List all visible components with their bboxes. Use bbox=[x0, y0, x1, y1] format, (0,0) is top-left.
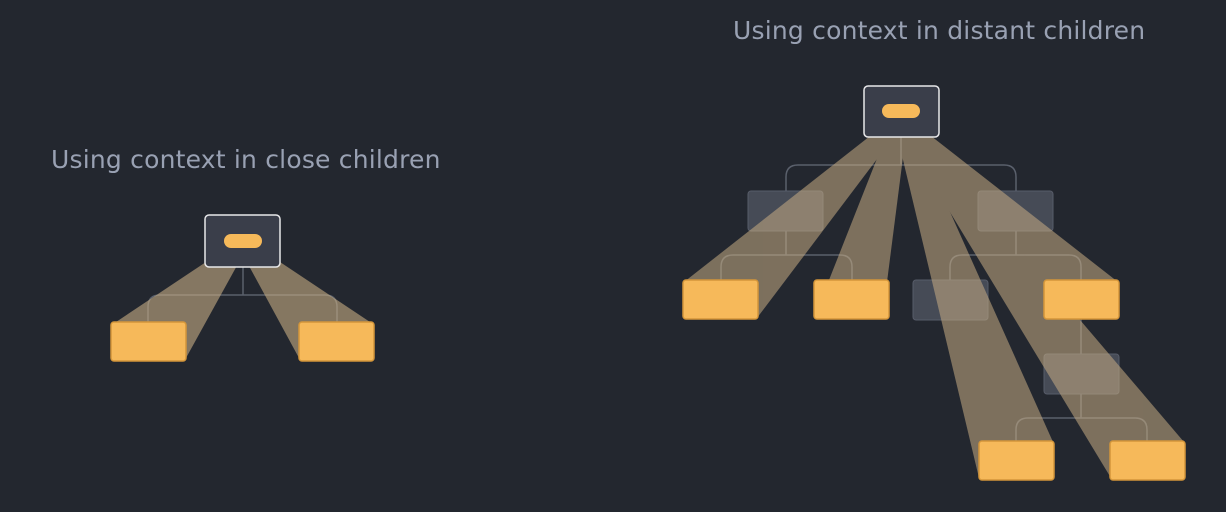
consumer-leaf-3 bbox=[1043, 279, 1120, 320]
consumer-leaf-5 bbox=[1109, 440, 1186, 481]
left-consumer-child-left bbox=[110, 321, 187, 362]
left-diagram-title: Using context in close children bbox=[51, 145, 441, 174]
left-provider-node bbox=[204, 214, 281, 268]
left-consumer-child-right bbox=[298, 321, 375, 362]
provider-pill bbox=[224, 234, 262, 248]
beam-to-leaf-1 bbox=[684, 118, 908, 318]
consumer-leaf-1 bbox=[682, 279, 759, 320]
consumer-leaf-4 bbox=[978, 440, 1055, 481]
right-diagram-title: Using context in distant children bbox=[733, 16, 1146, 45]
right-provider-node bbox=[863, 85, 940, 138]
right-consumer-leaves bbox=[682, 279, 1186, 481]
beam-to-leaf-5 bbox=[893, 118, 1184, 478]
right-context-beams bbox=[684, 118, 1184, 478]
consumer-leaf-2 bbox=[813, 279, 890, 320]
left-diagram bbox=[110, 214, 375, 362]
beam-to-leaf-2 bbox=[814, 118, 908, 318]
right-diagram bbox=[682, 85, 1186, 481]
provider-pill bbox=[882, 104, 920, 118]
beam-to-leaf-4 bbox=[893, 118, 1053, 478]
